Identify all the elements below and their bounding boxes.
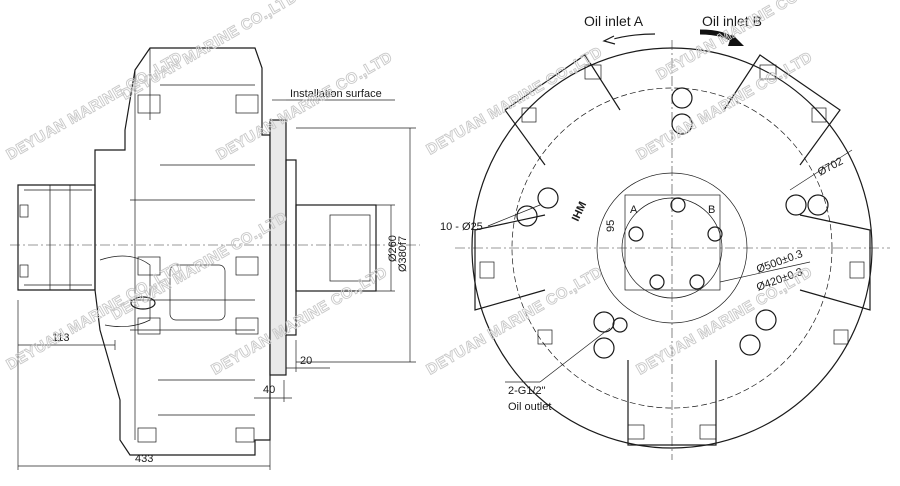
dim-flange-thickness: 40 bbox=[263, 384, 275, 396]
cylinder-arms bbox=[474, 54, 871, 446]
bolt-holes bbox=[516, 87, 829, 359]
dim-rear-offset: 113 bbox=[52, 332, 70, 344]
oil-outlet-thread: 2-G1/2" bbox=[508, 385, 546, 397]
hub-ports bbox=[612, 197, 723, 333]
dim-shaft-step: 20 bbox=[300, 355, 312, 367]
inlet-a-arrow bbox=[609, 33, 656, 41]
bolt-holes-label: 10 - Ø25 bbox=[440, 221, 483, 233]
mount-lug-7 bbox=[137, 427, 157, 443]
oil-inlet-b-label: Oil inlet B bbox=[702, 13, 762, 29]
output-shaft bbox=[295, 204, 377, 292]
pilot-ring bbox=[285, 159, 297, 336]
dim-port-spacing: 95 bbox=[605, 220, 617, 232]
watermark-2: DEYUAN MARINE CO.,LTD bbox=[119, 0, 301, 103]
watermark-5: DEYUAN MARINE CO.,LTD bbox=[109, 209, 291, 324]
dim-outer-diameter: Ø702 bbox=[816, 155, 845, 178]
brand-mark: IHM bbox=[570, 200, 589, 223]
port-a-label: A bbox=[630, 204, 638, 216]
motor-body bbox=[94, 47, 271, 456]
rear-cap bbox=[17, 184, 96, 291]
mount-lug-6 bbox=[235, 317, 259, 335]
port-b-label: B bbox=[708, 204, 715, 216]
mount-lug-1 bbox=[137, 94, 161, 114]
watermark-3: DEYUAN MARINE CO.,LTD bbox=[214, 49, 396, 164]
mount-lug-8 bbox=[235, 427, 255, 443]
side-view: 113 40 20 433 Ø260 Ø380f7 Installation s… bbox=[10, 47, 420, 470]
oil-inlet-a-label: Oil inlet A bbox=[584, 13, 644, 29]
installation-surface-label: Installation surface bbox=[290, 88, 382, 100]
watermark-7: DEYUAN MARINE CO.,LTD bbox=[424, 44, 606, 159]
rear-bolt-2 bbox=[19, 264, 29, 278]
mount-lug-2 bbox=[235, 94, 259, 114]
rear-bolt-1 bbox=[19, 204, 29, 218]
mount-lug-4 bbox=[235, 256, 259, 276]
mount-lug-3 bbox=[137, 256, 161, 276]
watermarks: DEYUAN MARINE CO.,LTD DEYUAN MARINE CO.,… bbox=[3, 0, 836, 379]
dim-overall-length: 433 bbox=[135, 453, 153, 465]
watermark-9: DEYUAN MARINE CO.,LTD bbox=[424, 264, 606, 379]
oil-port bbox=[130, 296, 156, 310]
dim-pilot-diameter: Ø380f7 bbox=[397, 236, 409, 272]
mount-lug-5 bbox=[137, 317, 161, 335]
dim-shaft-diameter: Ø260 bbox=[387, 235, 399, 262]
oil-outlet-label: Oil outlet bbox=[508, 401, 551, 413]
